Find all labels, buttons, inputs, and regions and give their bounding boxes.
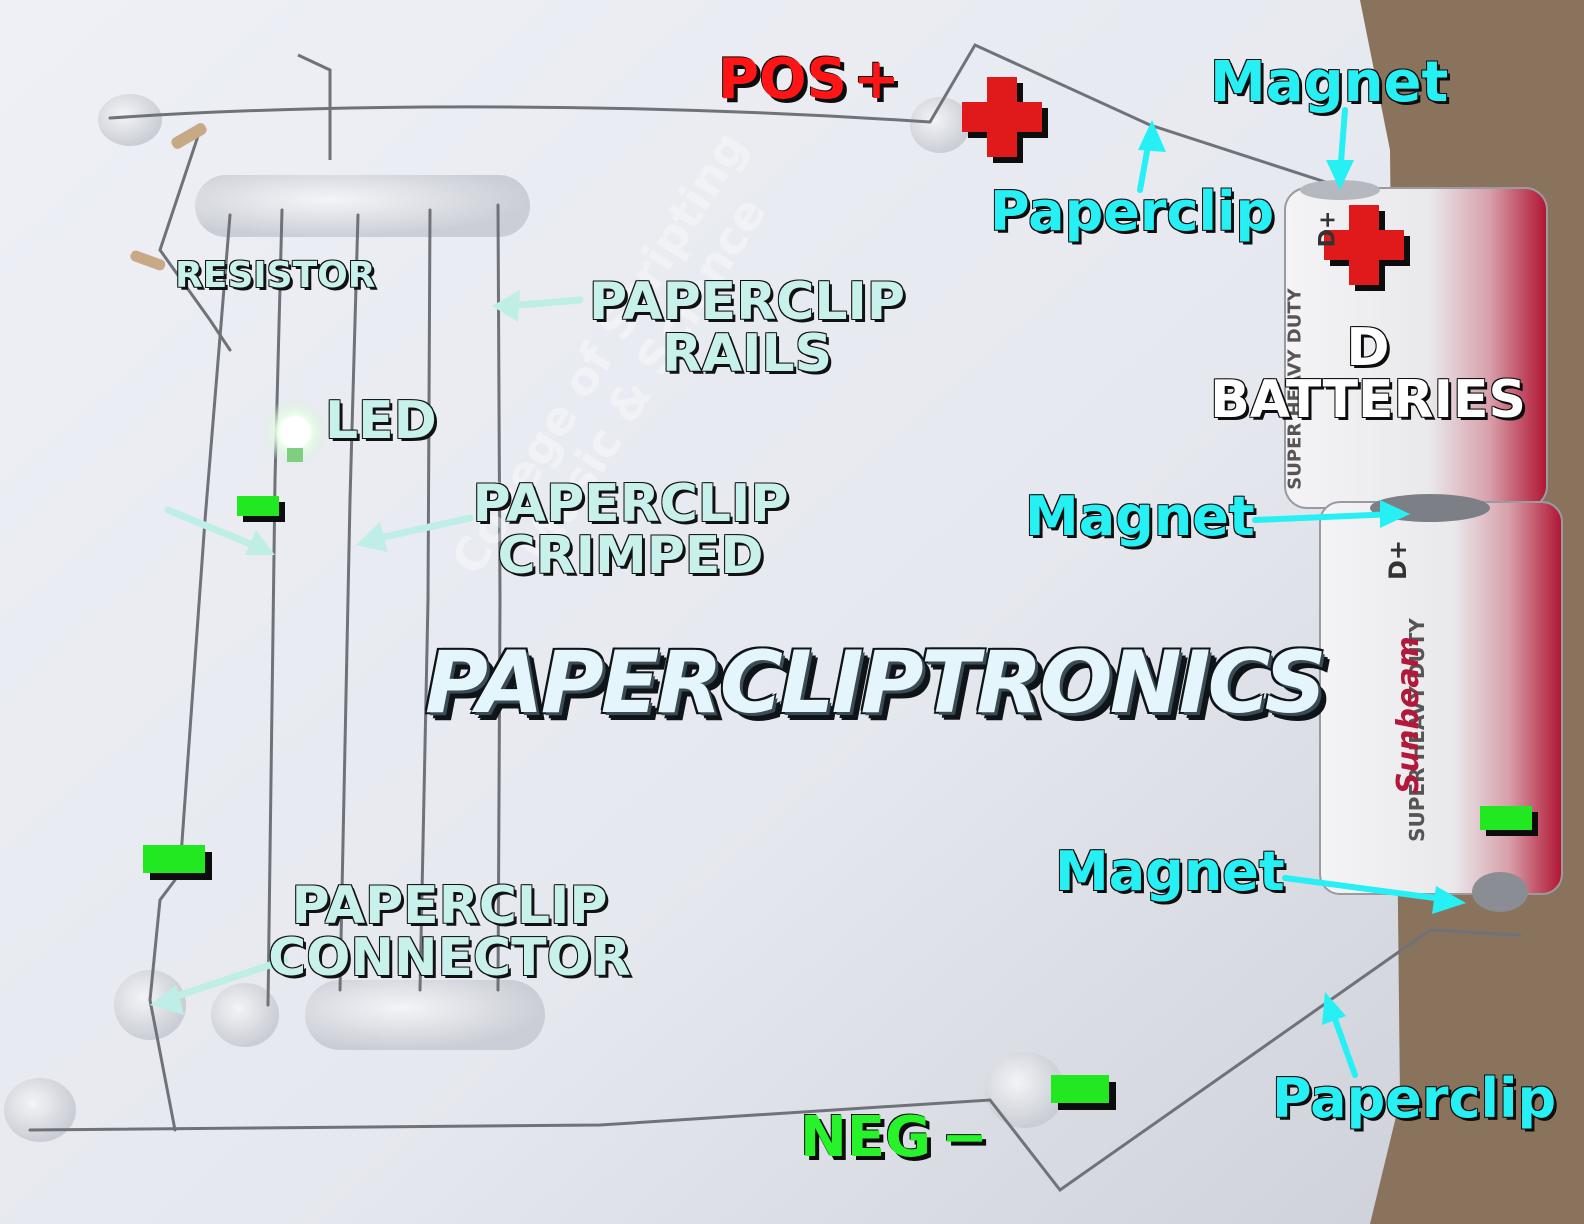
battery-size-mark-top: D+: [1315, 210, 1341, 248]
magnet-label-mid: Magnet: [1025, 485, 1255, 548]
connector-label: PAPERCLIP CONNECTOR: [262, 880, 637, 984]
paperclip-label-top: Paperclip: [990, 180, 1275, 243]
plus-icon-battery: [1324, 205, 1410, 291]
batteries-label: D BATTERIES: [1198, 322, 1538, 426]
batteries-label-line2: BATTERIES: [1210, 370, 1526, 430]
plus-symbols: [962, 77, 1410, 291]
resistor-label: RESISTOR: [175, 255, 376, 296]
neg-sign: −: [941, 1105, 989, 1170]
connector-label-line1: PAPERCLIP: [291, 876, 608, 936]
minus-icon-bottom: [1051, 1075, 1116, 1110]
battery-size-mark-bottom: D+: [1384, 539, 1413, 581]
crimped-label-line1: PAPERCLIP: [472, 474, 789, 534]
annotation-arrows: [150, 107, 1466, 1078]
magnet-label-low: Magnet: [1055, 840, 1285, 903]
paperclip-wires: [28, 43, 1522, 1193]
pos-label: POS+: [718, 52, 900, 108]
rails-label-line2: RAILS: [661, 324, 833, 384]
resistor-component: [130, 123, 207, 271]
rails-label-line1: PAPERCLIP: [588, 272, 905, 332]
connector-label-line2: CONNECTOR: [268, 928, 631, 988]
minus-icon-left: [143, 845, 212, 880]
led-label: LED: [325, 391, 437, 451]
minus-icon-battery: [1480, 806, 1538, 836]
minus-symbols: [143, 496, 1538, 1110]
crimped-label-line2: CRIMPED: [497, 526, 764, 586]
pos-sign: +: [852, 47, 900, 112]
page-title: PAPERCLIPTRONICS: [425, 633, 1327, 733]
led-component: [261, 398, 329, 466]
batteries-label-line1: D: [1346, 318, 1390, 378]
neg-text: NEG: [800, 1105, 932, 1170]
minus-icon-led: [237, 496, 285, 522]
rails-label: PAPERCLIP RAILS: [582, 276, 912, 380]
paper-sheet: [0, 0, 1400, 1224]
plus-icon-top: [962, 77, 1048, 163]
neg-label: NEG−: [800, 1110, 988, 1166]
pos-text: POS: [718, 47, 847, 112]
battery-brand: Sunbeam: [1390, 636, 1426, 794]
top-paperclip-loop: [297, 53, 332, 160]
magnet-label-top: Magnet: [1210, 50, 1449, 115]
crimped-label: PAPERCLIP CRIMPED: [463, 478, 798, 582]
paperclip-label-bottom: Paperclip: [1272, 1067, 1557, 1130]
